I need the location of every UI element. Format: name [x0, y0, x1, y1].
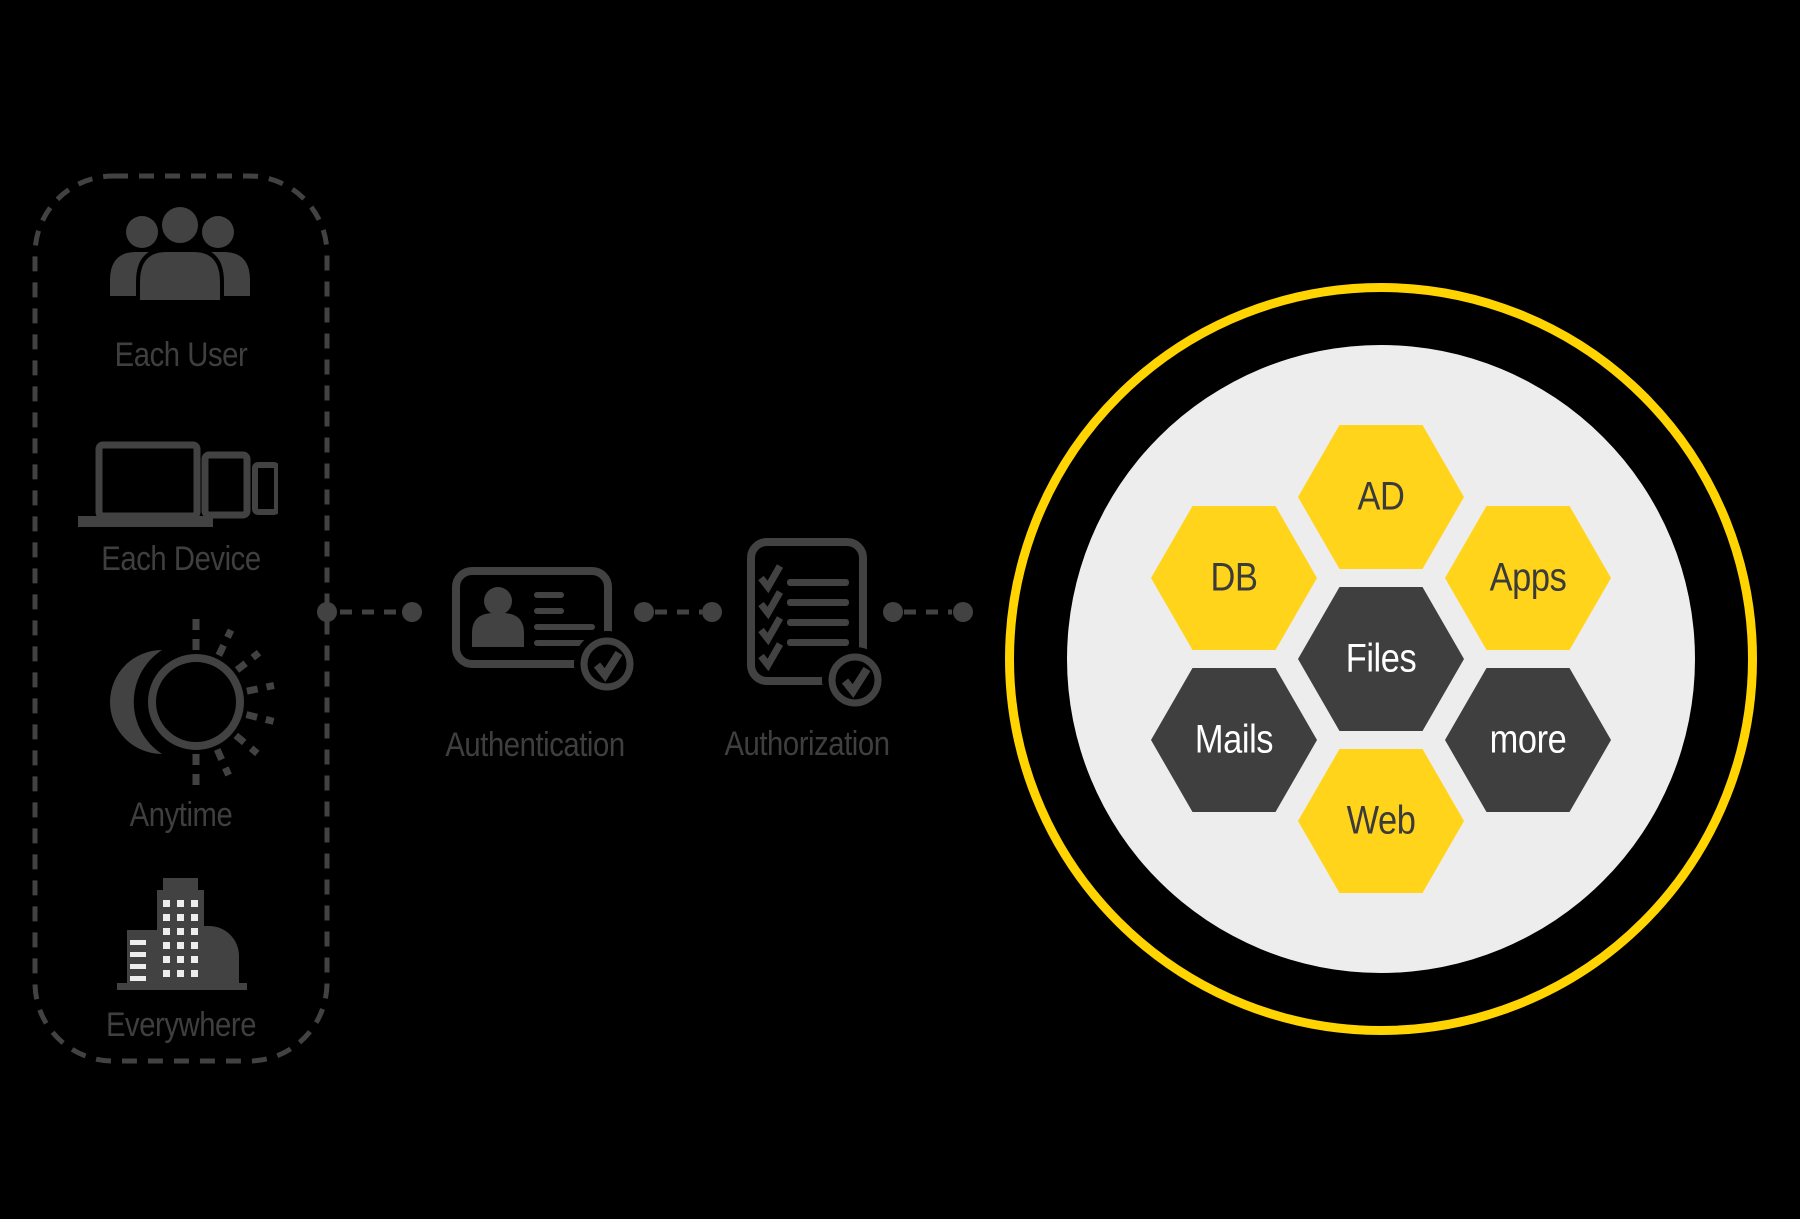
day-night-icon [110, 617, 275, 787]
hex-cell-label: more [1489, 717, 1567, 762]
flow-step-label: Authorization [724, 725, 890, 763]
buildings-icon [117, 878, 247, 990]
hex-cell-label: AD [1357, 474, 1405, 519]
connector-dot [402, 602, 422, 622]
hex-cell-label: Web [1346, 798, 1416, 843]
left-panel-item-label: Anytime [129, 796, 233, 834]
connector-dot [317, 602, 337, 622]
connector-dot [702, 602, 722, 622]
hex-cell-label: DB [1210, 555, 1258, 600]
id-card-icon [452, 567, 612, 668]
left-panel-dashed-border [32, 173, 330, 1064]
left-panel-item-label: Everywhere [105, 1006, 257, 1044]
outer-yellow-ring [1005, 283, 1757, 1035]
hex-cell-label: Apps [1489, 555, 1567, 600]
connector-dot [634, 602, 654, 622]
left-panel-item-label: Each Device [101, 540, 261, 578]
users-icon [110, 203, 250, 304]
flow-step-label: Authentication [445, 726, 625, 764]
devices-icon [78, 441, 278, 527]
hex-cell-label: Mails [1194, 717, 1274, 762]
check-circle-icon [822, 647, 888, 713]
connector-dot [953, 602, 973, 622]
check-circle-icon [574, 631, 640, 697]
checklist-icon [747, 538, 867, 685]
connector-dot [883, 602, 903, 622]
left-panel-item-label: Each User [114, 336, 248, 374]
hex-cell-label: Files [1345, 636, 1417, 681]
